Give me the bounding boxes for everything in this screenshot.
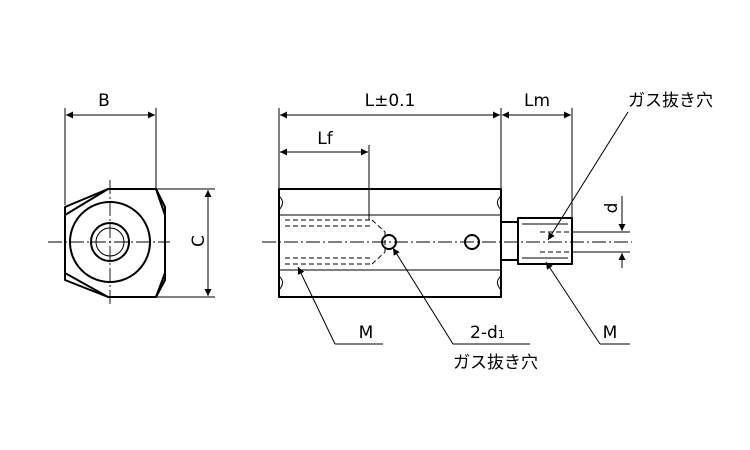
leader-line xyxy=(547,111,629,241)
label-gas-hole-top: ガス抜き穴 xyxy=(628,91,713,111)
leader-line xyxy=(297,266,336,345)
spacer-side-view xyxy=(262,188,632,298)
label-Lm: Lm xyxy=(524,91,550,111)
stud-neck xyxy=(500,221,519,261)
hex-body xyxy=(278,188,502,298)
label-L: L±0.1 xyxy=(365,91,416,111)
hidden-drill-point xyxy=(371,219,386,233)
label-C: C xyxy=(189,235,209,247)
chamfer-arc xyxy=(497,195,502,211)
dimension-L: L±0.1 xyxy=(278,91,502,188)
chamfer-arc xyxy=(497,275,502,291)
label-Lf: Lf xyxy=(317,129,333,149)
thread-outer-circle xyxy=(90,222,130,262)
dimension-Lf: Lf xyxy=(280,129,370,220)
leader-line xyxy=(545,261,601,345)
label-M-right: M xyxy=(603,323,618,343)
dimension-C: C xyxy=(156,188,215,298)
leader-2-d1: 2-d1 ガス抜き穴 xyxy=(392,247,538,373)
leader-gas-hole-top: ガス抜き穴 xyxy=(547,91,713,241)
dimension-d: d xyxy=(572,196,630,268)
leader-M-right: M xyxy=(545,261,630,345)
dimension-Lm: Lm xyxy=(502,91,573,217)
label-d: d xyxy=(602,203,622,214)
leader-line xyxy=(392,247,454,345)
label-2-d1: 2-d1 xyxy=(470,323,505,343)
dimension-B: B xyxy=(64,91,157,205)
chamfer-arc xyxy=(278,275,283,291)
hidden-drill-point xyxy=(371,251,386,265)
label-M-left: M xyxy=(359,323,374,343)
chamfer-arc xyxy=(278,195,283,211)
label-B: B xyxy=(98,91,110,111)
hex-end-view xyxy=(48,180,170,305)
thread-stud xyxy=(517,217,573,265)
leader-M-left: M xyxy=(297,266,383,345)
label-gas-hole-bottom: ガス抜き穴 xyxy=(453,353,538,373)
